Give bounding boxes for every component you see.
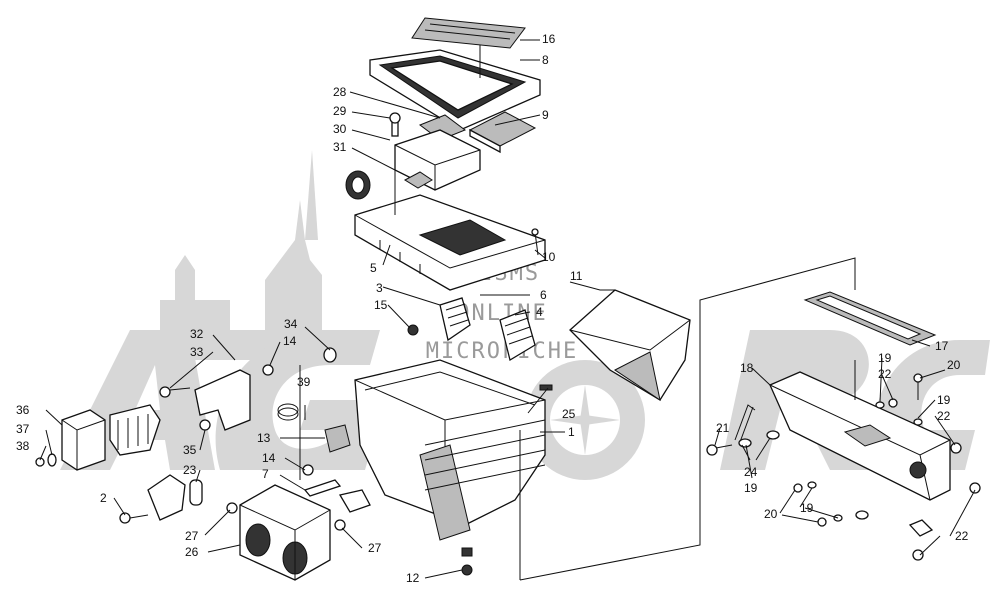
label-3: 3 bbox=[376, 281, 383, 295]
label-12: 12 bbox=[406, 571, 420, 585]
label-20-top: 20 bbox=[947, 358, 961, 372]
part-2-bolt bbox=[119, 474, 186, 524]
label-6: 6 bbox=[540, 288, 547, 302]
part-terminal-block bbox=[109, 404, 161, 456]
part-29-bolt bbox=[389, 112, 401, 137]
label-19-mid: 19 bbox=[744, 481, 758, 495]
label-13: 13 bbox=[257, 431, 271, 445]
part-8-lid bbox=[369, 49, 541, 131]
label-22-top: 22 bbox=[878, 367, 892, 381]
part-27-screw bbox=[226, 502, 346, 531]
part-4-reed bbox=[499, 309, 536, 362]
part-35-screw bbox=[199, 419, 211, 431]
part-15-screw bbox=[407, 324, 419, 336]
label-8: 8 bbox=[542, 53, 549, 67]
part-36-coil bbox=[61, 409, 106, 471]
part-24-clip bbox=[734, 404, 756, 443]
part-23-spacer bbox=[189, 479, 203, 506]
label-22-right: 22 bbox=[937, 409, 951, 423]
part-18-duct bbox=[769, 371, 951, 501]
label-19-top: 19 bbox=[878, 351, 892, 365]
label-21: 21 bbox=[716, 421, 730, 435]
watermark-skyline bbox=[160, 200, 350, 360]
label-30: 30 bbox=[333, 122, 347, 136]
label-19-lower: 19 bbox=[800, 501, 814, 515]
label-1: 1 bbox=[568, 425, 575, 439]
label-33: 33 bbox=[190, 345, 204, 359]
part-33-bolt bbox=[159, 386, 191, 398]
part-25-screw bbox=[539, 384, 553, 391]
part-16-screen bbox=[411, 17, 526, 49]
label-17: 17 bbox=[935, 339, 949, 353]
part-10-pin bbox=[531, 228, 539, 256]
part-34-grommet bbox=[323, 347, 337, 363]
label-34: 34 bbox=[284, 317, 298, 331]
part-26-silencer bbox=[239, 484, 331, 581]
label-15: 15 bbox=[374, 298, 388, 312]
label-32: 32 bbox=[190, 327, 204, 341]
label-14-lower: 14 bbox=[262, 451, 276, 465]
part-1-airbox bbox=[354, 359, 546, 557]
label-27-left: 27 bbox=[185, 529, 199, 543]
label-25: 25 bbox=[562, 407, 576, 421]
label-7: 7 bbox=[262, 467, 269, 481]
label-31: 31 bbox=[333, 140, 347, 154]
label-4: 4 bbox=[536, 305, 543, 319]
label-9: 9 bbox=[542, 108, 549, 122]
part-12-plug bbox=[461, 564, 473, 576]
label-29: 29 bbox=[333, 104, 347, 118]
part-37-washer bbox=[47, 453, 57, 467]
part-7-strap bbox=[303, 479, 342, 497]
part-38-screw bbox=[35, 457, 45, 467]
part-11-duct bbox=[569, 289, 691, 402]
leader-lines bbox=[39, 39, 976, 581]
part-22-nut bbox=[888, 398, 981, 561]
label-23: 23 bbox=[183, 463, 197, 477]
label-36: 36 bbox=[16, 403, 30, 417]
label-38: 38 bbox=[16, 439, 30, 453]
label-22-lower: 22 bbox=[955, 529, 969, 543]
part-5-base bbox=[354, 194, 546, 291]
watermark-line-3: MICROFICHE bbox=[426, 339, 578, 364]
part-31-ring bbox=[345, 170, 371, 200]
label-5: 5 bbox=[370, 261, 377, 275]
label-35: 35 bbox=[183, 443, 197, 457]
part-39-clamp bbox=[277, 403, 299, 421]
label-27-right: 27 bbox=[368, 541, 382, 555]
label-10: 10 bbox=[542, 250, 556, 264]
label-16: 16 bbox=[542, 32, 556, 46]
part-32-bracket bbox=[194, 369, 251, 431]
part-20-screw bbox=[793, 373, 923, 527]
label-37: 37 bbox=[16, 422, 30, 436]
part-30-module bbox=[394, 129, 481, 191]
part-9-filter bbox=[468, 111, 537, 154]
part-hardware bbox=[338, 489, 371, 513]
label-39: 39 bbox=[297, 375, 311, 389]
label-19-right: 19 bbox=[937, 393, 951, 407]
part-13-bracket bbox=[324, 424, 351, 453]
part-3-reed bbox=[439, 297, 471, 342]
part-17-gasket bbox=[803, 291, 937, 346]
label-11: 11 bbox=[570, 269, 583, 283]
label-14-upper: 14 bbox=[283, 334, 297, 348]
label-2: 2 bbox=[100, 491, 107, 505]
label-24: 24 bbox=[744, 465, 758, 479]
label-18: 18 bbox=[740, 361, 754, 375]
label-26: 26 bbox=[185, 545, 199, 559]
callout-labels: 16 8 9 28 29 30 31 5 10 11 3 6 4 15 34 3… bbox=[16, 32, 969, 585]
label-28: 28 bbox=[333, 85, 347, 99]
part-14-nut bbox=[262, 364, 314, 476]
label-20-lower: 20 bbox=[764, 507, 778, 521]
